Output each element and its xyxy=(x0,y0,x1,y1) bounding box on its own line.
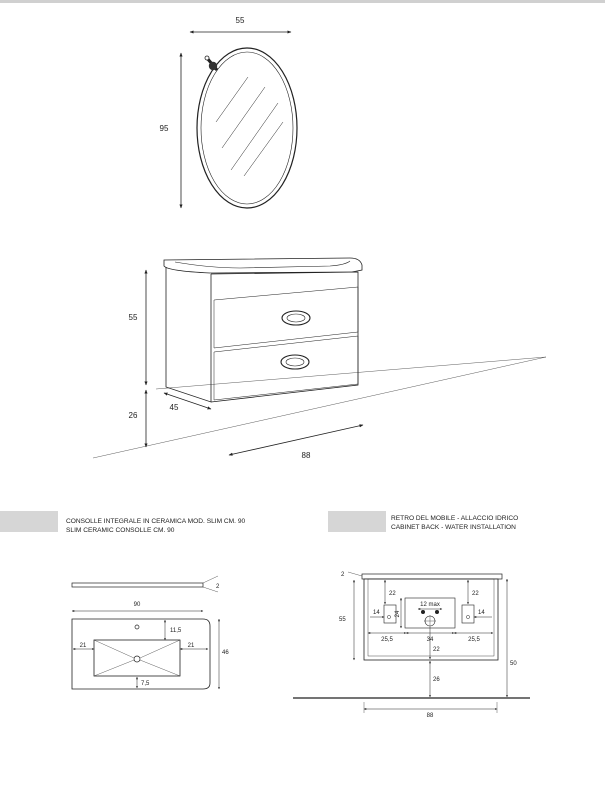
back-center-label: 34 xyxy=(427,637,434,643)
back-side-right-label: 25,5 xyxy=(468,637,480,643)
mirror-drawing: 55 95 xyxy=(160,16,298,209)
back-hot-water-point xyxy=(435,610,439,614)
drawer-handle-top xyxy=(281,310,311,326)
mirror-glass xyxy=(200,51,294,205)
console-caption-it: CONSOLLE INTEGRALE IN CERAMICA MOD. SLIM… xyxy=(66,518,246,525)
cabinet-drawing: 55 26 45 88 xyxy=(92,257,547,460)
back-caption-it: RETRO DEL MOBILE - ALLACCIO IDRICO xyxy=(391,515,518,522)
floor-back-line xyxy=(155,356,547,390)
console-edge-right-label: 21 xyxy=(188,643,195,649)
mirror-lamp xyxy=(204,55,219,71)
cabinet-top xyxy=(163,257,363,274)
console-tap-hole xyxy=(134,624,140,630)
floor-front-line xyxy=(92,356,547,459)
mirror-width-label: 55 xyxy=(236,16,245,25)
drawer-handle-bottom xyxy=(280,354,310,370)
back-supply-height-label: 24 xyxy=(395,610,401,617)
console-profile xyxy=(71,582,204,588)
back-cold-water-point xyxy=(421,610,425,614)
console-width-label: 90 xyxy=(134,602,141,608)
cabinet-depth-label: 45 xyxy=(170,403,179,412)
console-edge-left-label: 21 xyxy=(80,643,87,649)
mirror-frame xyxy=(196,47,298,209)
console-drain xyxy=(133,655,141,663)
top-bar xyxy=(0,0,605,3)
back-left-box-height-label: 22 xyxy=(389,591,396,597)
mirror-height-label: 95 xyxy=(160,124,169,133)
back-height-from-floor-label: 50 xyxy=(510,661,517,667)
back-left-box-width-label: 14 xyxy=(373,610,380,616)
back-caption-en: CABINET BACK - WATER INSTALLATION xyxy=(391,524,516,531)
back-width-label: 88 xyxy=(427,713,434,719)
back-top-slab xyxy=(361,573,503,580)
back-drain-floor-label: 26 xyxy=(433,677,440,683)
back-drawing: 2 55 50 22 14 22 14 12 max 24 xyxy=(293,571,530,719)
back-supply-max-label: 12 max xyxy=(420,602,440,608)
cabinet-depth-dim-line xyxy=(163,392,212,410)
cabinet-drawer-top xyxy=(213,286,359,349)
back-right-box-height-label: 22 xyxy=(472,591,479,597)
cabinet-width-label: 88 xyxy=(302,451,311,460)
console-edge-top-label: 11,5 xyxy=(170,628,182,634)
back-left-service-box xyxy=(383,604,397,624)
console-drawing: 2 90 21 21 11,5 7,5 46 xyxy=(71,575,229,690)
cabinet-drawer-bottom xyxy=(213,335,359,401)
back-drain-level-label: 22 xyxy=(433,647,440,653)
cabinet-width-dim-line xyxy=(228,424,364,456)
console-thickness-label: 2 xyxy=(216,584,220,590)
back-section-bar xyxy=(328,511,386,532)
cabinet-base-height-label: 26 xyxy=(129,411,138,420)
back-height-label: 55 xyxy=(339,617,346,623)
console-caption-en: SLIM CERAMIC CONSOLLE CM. 90 xyxy=(66,527,175,534)
back-right-service-box xyxy=(461,604,475,624)
console-section-bar xyxy=(0,511,58,532)
back-side-left-label: 25,5 xyxy=(381,637,393,643)
cabinet-height-label: 55 xyxy=(129,313,138,322)
console-depth-label: 46 xyxy=(222,650,229,656)
console-edge-bottom-label: 7,5 xyxy=(141,681,150,687)
back-top-thickness-label: 2 xyxy=(341,572,345,578)
back-right-box-width-label: 14 xyxy=(478,610,485,616)
